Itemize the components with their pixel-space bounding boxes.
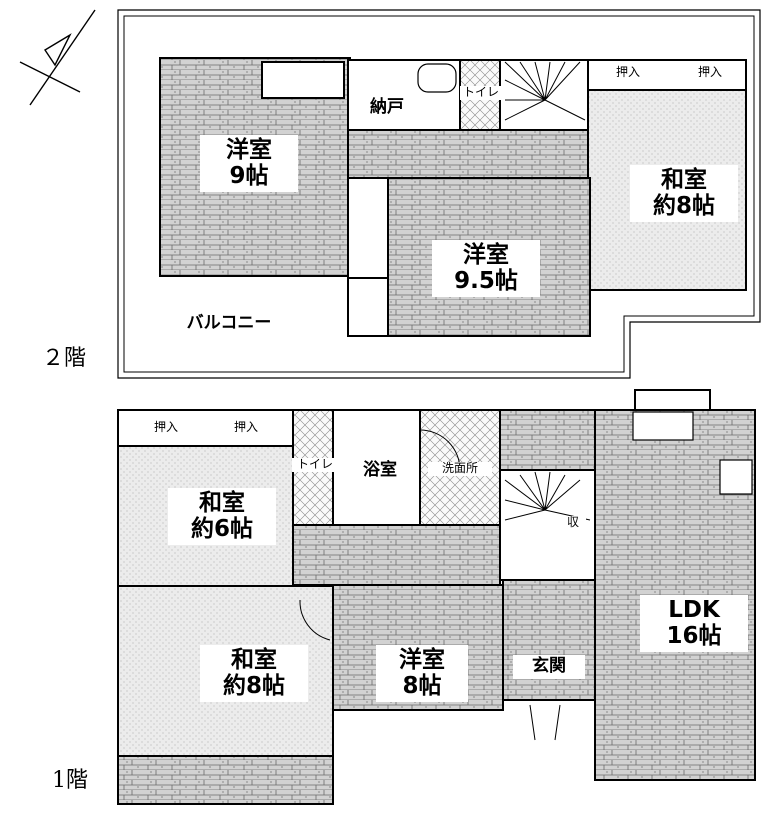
room-name: トイレ <box>296 457 333 471</box>
room-western-8: 洋室 8帖 <box>376 645 468 702</box>
room-size: 約8帖 <box>222 673 285 700</box>
storage-small: 収 <box>560 515 586 530</box>
room-toilet-2f: トイレ <box>460 85 502 100</box>
room-name: 洋室 <box>399 647 445 673</box>
closet-1f-b: 押入 <box>226 420 266 435</box>
floor2-label: ２階 <box>42 346 87 371</box>
room-name: トイレ <box>462 85 499 99</box>
room-size: 9帖 <box>229 163 269 190</box>
room-bath: 浴室 <box>344 459 416 483</box>
room-entrance: 玄関 <box>513 655 585 679</box>
room-storage: 納戸 <box>356 96 418 120</box>
room-size: 約8帖 <box>652 193 715 220</box>
room-size: 16帖 <box>666 623 722 650</box>
room-balcony: バルコニー <box>160 312 298 336</box>
floor2-stairs <box>504 61 586 121</box>
room-washroom: 洗面所 <box>428 461 492 476</box>
room-western-9: 洋室 9帖 <box>200 135 298 192</box>
room-japanese-8-2f: 和室 約8帖 <box>630 165 738 222</box>
room-name: バルコニー <box>186 313 272 333</box>
closet-1f-a: 押入 <box>146 420 186 435</box>
room-size: 8帖 <box>402 673 442 700</box>
room-name: 玄関 <box>532 656 566 676</box>
room-western-9-5: 洋室 9.5帖 <box>432 240 540 297</box>
room-name: 押入 <box>153 420 178 434</box>
room-name: 洋室 <box>226 137 272 163</box>
room-name: 収 <box>566 515 579 529</box>
room-name: LDK <box>668 597 720 623</box>
room-name: 和室 <box>199 490 245 516</box>
room-name: 納戸 <box>370 97 404 117</box>
room-name: 和室 <box>661 167 707 193</box>
closet-2f-a: 押入 <box>608 65 648 80</box>
room-japanese-8-1f: 和室 約8帖 <box>200 645 308 702</box>
floor1-label: 1階 <box>52 768 88 793</box>
north-arrow-icon <box>19 9 96 106</box>
room-name: 押入 <box>615 65 640 79</box>
room-japanese-6: 和室 約6帖 <box>168 488 276 545</box>
room-name: 押入 <box>233 420 258 434</box>
closet-2f-b: 押入 <box>690 65 730 80</box>
room-size: 約6帖 <box>190 516 253 543</box>
room-name: 浴室 <box>363 460 397 480</box>
room-ldk: LDK 16帖 <box>640 595 748 652</box>
floor2-outline <box>117 9 761 379</box>
room-name: 洗面所 <box>441 461 478 475</box>
room-name: 押入 <box>697 65 722 79</box>
room-size: 9.5帖 <box>454 268 518 295</box>
room-name: 和室 <box>231 647 277 673</box>
room-name: 洋室 <box>463 242 509 268</box>
room-toilet-1f: トイレ <box>292 457 338 472</box>
